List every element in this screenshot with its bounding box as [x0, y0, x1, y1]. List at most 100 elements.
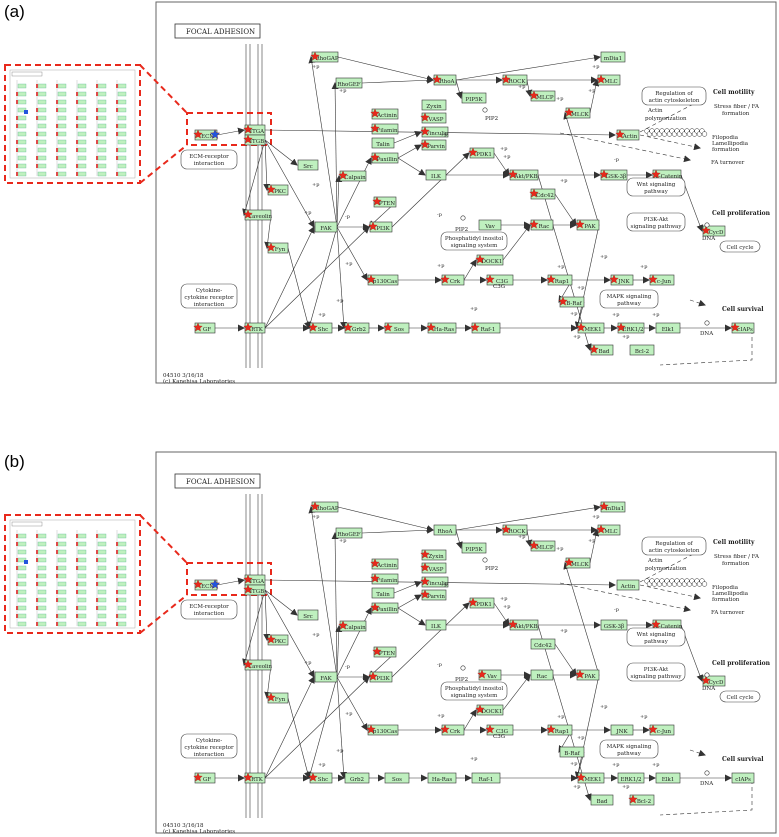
gene-label: Grb2	[350, 777, 364, 783]
gene-node-src: Src	[297, 609, 319, 621]
thumbnail-node	[57, 155, 67, 161]
dashed-edge	[639, 584, 701, 601]
gene-box	[244, 659, 272, 671]
de-gene-star	[243, 134, 253, 144]
gene-label: RhoGEF	[337, 82, 360, 88]
filopodia-text: formation	[712, 597, 740, 603]
gene-node-vasp: VASP	[420, 112, 447, 124]
thumbnail-node	[97, 557, 107, 563]
gene-label: MLCK	[571, 112, 589, 118]
gene-node-akt: Akt/PKB	[508, 619, 539, 631]
de-gene-star	[243, 124, 253, 134]
thumbnail-node	[117, 589, 127, 595]
gene-label: Bad	[599, 349, 610, 355]
phospho-minus-label: -p	[614, 607, 619, 613]
gene-label: RhoGEF	[337, 532, 360, 538]
thumbnail-node	[97, 605, 107, 611]
gene-box	[590, 344, 614, 356]
gene-box	[244, 584, 266, 596]
thumbnail-node	[57, 131, 67, 137]
de-gene-star	[366, 724, 376, 734]
phospho-plus-label: +p	[612, 312, 619, 318]
gene-box	[577, 772, 605, 784]
gene-box	[471, 772, 501, 784]
gene-label: mDia1	[606, 506, 624, 512]
pathway-edge	[336, 607, 372, 678]
thumbnail-node	[97, 621, 107, 627]
gene-box	[425, 619, 447, 631]
ecm-receptor-box-box	[180, 599, 238, 620]
cell-survival-label: Cell survival	[722, 306, 764, 313]
gene-label: Fyn	[275, 697, 286, 703]
gene-box	[547, 724, 573, 736]
thumbnail-node	[37, 83, 47, 89]
cell-motility-label: Cell motility	[713, 539, 755, 546]
pi3k-akt-box-text: signaling pathway	[631, 224, 683, 230]
pathway-edge	[574, 674, 600, 779]
gene-label: ITGB	[250, 139, 264, 145]
phospho-plus-label: +p	[503, 604, 510, 610]
gene-label: JNK	[617, 279, 630, 285]
gene-label: PDK1	[476, 602, 492, 608]
gene-box	[502, 74, 528, 86]
dashed-edge	[659, 780, 753, 816]
de-gene-star	[193, 579, 203, 589]
de-gene-star	[609, 274, 619, 284]
gene-node-zyxin: Zyxin	[421, 99, 447, 111]
de-gene-star	[440, 724, 450, 734]
cell-proliferation-label: Cell proliferation	[712, 210, 771, 217]
gene-node-actin: Actin	[616, 579, 640, 591]
gene-label: Bcl-2	[635, 349, 649, 355]
gene-node-rap1: Rap1	[546, 724, 573, 736]
pathway-edge	[397, 607, 426, 626]
gene-node-rtk: RTK	[243, 322, 266, 334]
phospho-plus-label: +p	[345, 711, 352, 717]
gene-node-pip5k: PIP5K	[461, 92, 487, 104]
de-gene-star	[564, 557, 574, 567]
thumbnail-node	[57, 605, 67, 611]
de-gene-star	[420, 549, 430, 559]
gene-label: Parvin	[427, 144, 445, 150]
de-gene-star	[338, 170, 348, 180]
de-gene-star	[485, 274, 495, 284]
thumbnail-node	[77, 163, 87, 169]
gene-label: Parvin	[427, 594, 445, 600]
gene-node-fak: FAK	[314, 221, 338, 233]
pi3k-akt-box-text: PI3K-Akt	[644, 217, 669, 223]
gene-label: ERK1/2	[622, 327, 643, 333]
thumbnail-node	[117, 549, 127, 555]
gene-label: Vinculin	[425, 131, 449, 137]
gene-box	[267, 634, 289, 646]
gene-box	[610, 724, 634, 736]
de-gene-star	[589, 344, 599, 354]
de-gene-star	[546, 724, 556, 734]
gene-box	[565, 557, 591, 569]
gene-node-rhogef: RhoGEF	[335, 527, 363, 539]
thumbnail-node	[97, 115, 107, 121]
phospho-plus-label: +p	[312, 64, 319, 70]
gene-box	[530, 188, 556, 200]
de-gene-star	[558, 296, 568, 306]
mapk-box-text: MAPK signaling	[607, 294, 652, 300]
cell-survival-label: Cell survival	[722, 756, 764, 763]
phospho-plus-label: +p	[470, 306, 477, 312]
cytokine-box-text: Cytokine-	[196, 738, 223, 744]
gene-box	[433, 524, 457, 536]
thumbnail-node	[57, 163, 67, 169]
thumbnail-node	[37, 139, 47, 145]
gene-label: ROCK	[509, 79, 527, 85]
phospho-plus-label: +p	[304, 660, 311, 666]
dna-point	[704, 320, 710, 326]
de-gene-star	[575, 219, 585, 229]
gene-node-rap1: Rap1	[546, 274, 573, 286]
gene-box	[702, 675, 726, 687]
callout-line	[139, 594, 188, 634]
thumbnail-node	[17, 91, 27, 97]
actin-bead	[701, 131, 708, 137]
gene-box	[421, 562, 447, 574]
gene-box	[339, 170, 367, 182]
gene-node-rhogap: RhoGAP	[310, 501, 339, 513]
